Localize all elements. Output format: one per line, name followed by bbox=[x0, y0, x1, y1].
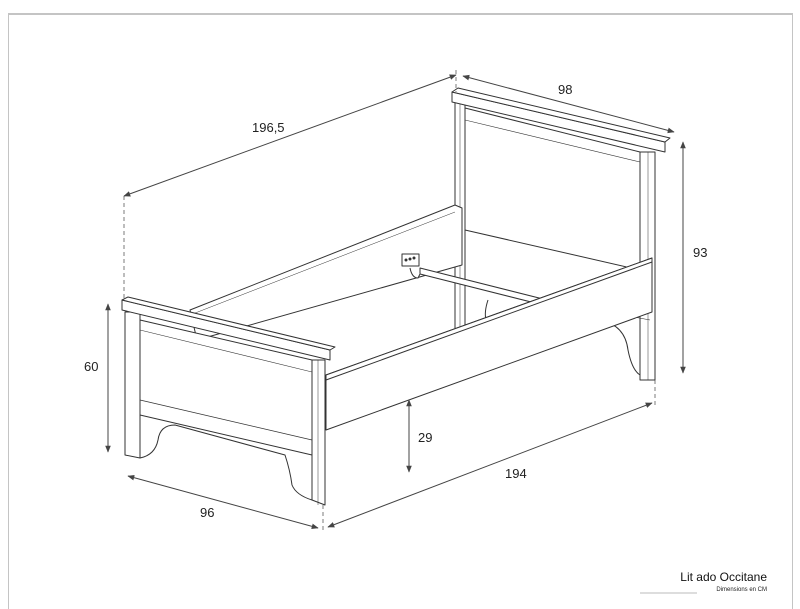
headboard-width-line bbox=[462, 74, 675, 134]
footboard bbox=[121, 296, 336, 506]
dim-headboard-width: 98 bbox=[558, 82, 573, 97]
dim-frame-length: 194 bbox=[505, 466, 527, 481]
dim-footboard-height: 60 bbox=[84, 359, 99, 374]
frame-length-line bbox=[327, 402, 653, 528]
dim-total-length: 196,5 bbox=[252, 120, 285, 135]
near-side-rail bbox=[325, 257, 653, 431]
dimension-lines bbox=[105, 70, 686, 532]
dim-footboard-width: 96 bbox=[200, 505, 215, 520]
dim-clearance: 29 bbox=[418, 430, 433, 445]
page-frame bbox=[8, 13, 793, 609]
footboard-width-line bbox=[127, 474, 319, 530]
diagram-subtitle: Dimensions en CM bbox=[716, 587, 767, 593]
diagram-title: Lit ado Occitane bbox=[680, 570, 767, 584]
dim-headboard-height: 93 bbox=[693, 245, 708, 260]
total-length-line bbox=[123, 74, 457, 197]
